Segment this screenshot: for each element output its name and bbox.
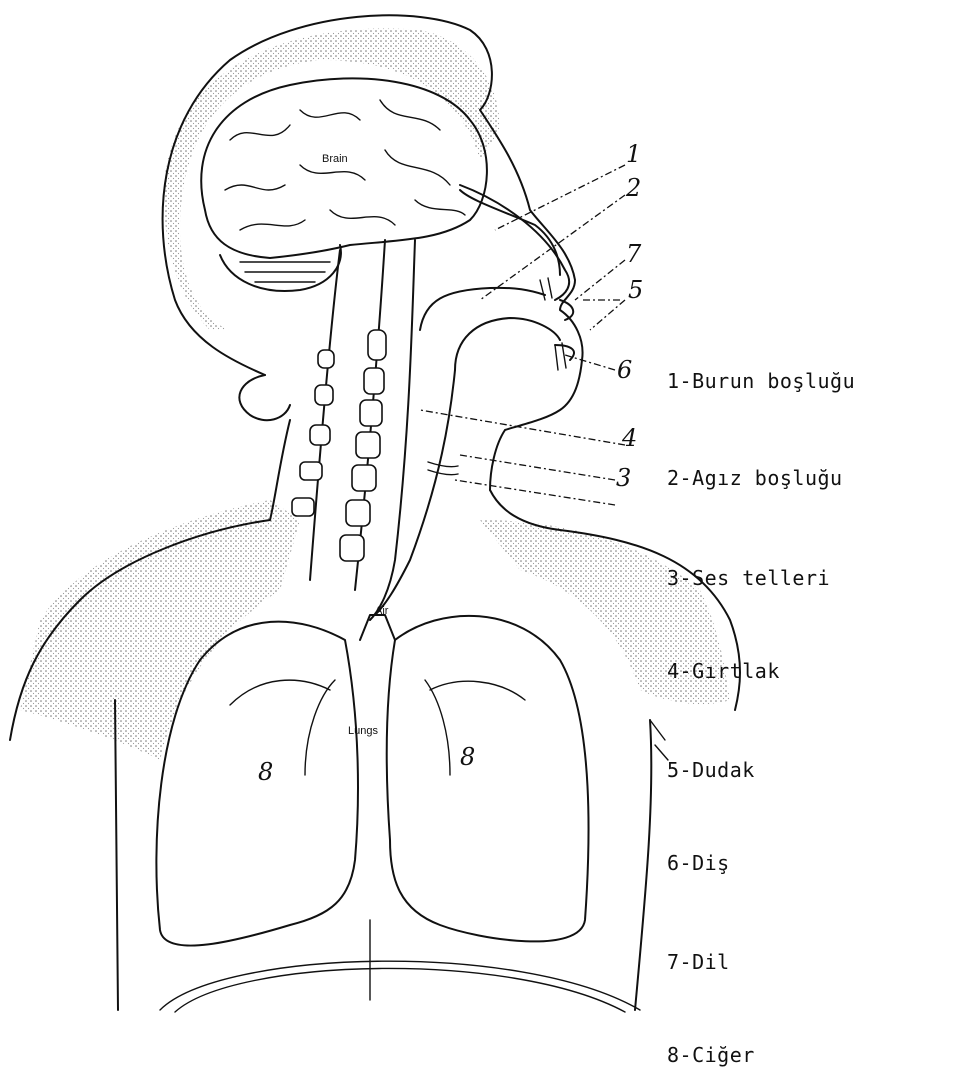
cerebellum-folds xyxy=(240,262,330,282)
brain-folds xyxy=(225,100,465,230)
lungs-label: Lungs xyxy=(348,725,378,737)
torso-left-side xyxy=(115,700,118,1010)
arm-crease-right xyxy=(650,720,668,760)
trachea xyxy=(360,615,395,640)
vertebrae xyxy=(292,330,386,561)
nasal-cavity-roof xyxy=(460,190,560,275)
right-lung xyxy=(387,616,589,942)
torso-right-side xyxy=(635,720,651,1010)
marker-8-right: 8 xyxy=(460,743,475,771)
legend-item-4: 4-Gırtlak xyxy=(667,659,780,683)
marker-7: 7 xyxy=(626,240,642,268)
pharynx-front xyxy=(375,370,455,615)
legend-item-2: 2-Agız boşluğu xyxy=(667,466,843,490)
marker-6: 6 xyxy=(617,356,632,384)
spinal-cord-left xyxy=(310,250,340,580)
lips xyxy=(555,300,574,360)
teeth xyxy=(540,278,566,370)
legend-item-8: 8-Ciğer xyxy=(667,1043,755,1067)
legend-item-1: 1-Burun boşluğu xyxy=(667,369,855,393)
marker-5: 5 xyxy=(628,276,643,304)
tongue xyxy=(455,318,560,370)
nose-outline xyxy=(460,185,569,300)
air-label: Air xyxy=(375,605,389,617)
marker-1: 1 xyxy=(626,140,641,168)
brain-outline xyxy=(201,78,487,258)
legend-item-3: 3-Ses telleri xyxy=(667,566,830,590)
diaphragm xyxy=(160,961,640,1012)
marker-2: 2 xyxy=(625,174,641,202)
legend-item-7: 7-Dil xyxy=(667,950,730,974)
legend-item-5: 5-Dudak xyxy=(667,758,755,782)
leader-lines xyxy=(420,165,625,505)
marker-4: 4 xyxy=(621,424,637,452)
ear-outline xyxy=(239,375,290,420)
vocal-cords xyxy=(428,462,458,475)
shoulder-shading-left xyxy=(20,500,300,760)
legend-item-6: 6-Diş xyxy=(667,851,730,875)
marker-3: 3 xyxy=(616,464,631,492)
brain-label: Brain xyxy=(322,153,348,165)
marker-8-left: 8 xyxy=(258,758,273,786)
